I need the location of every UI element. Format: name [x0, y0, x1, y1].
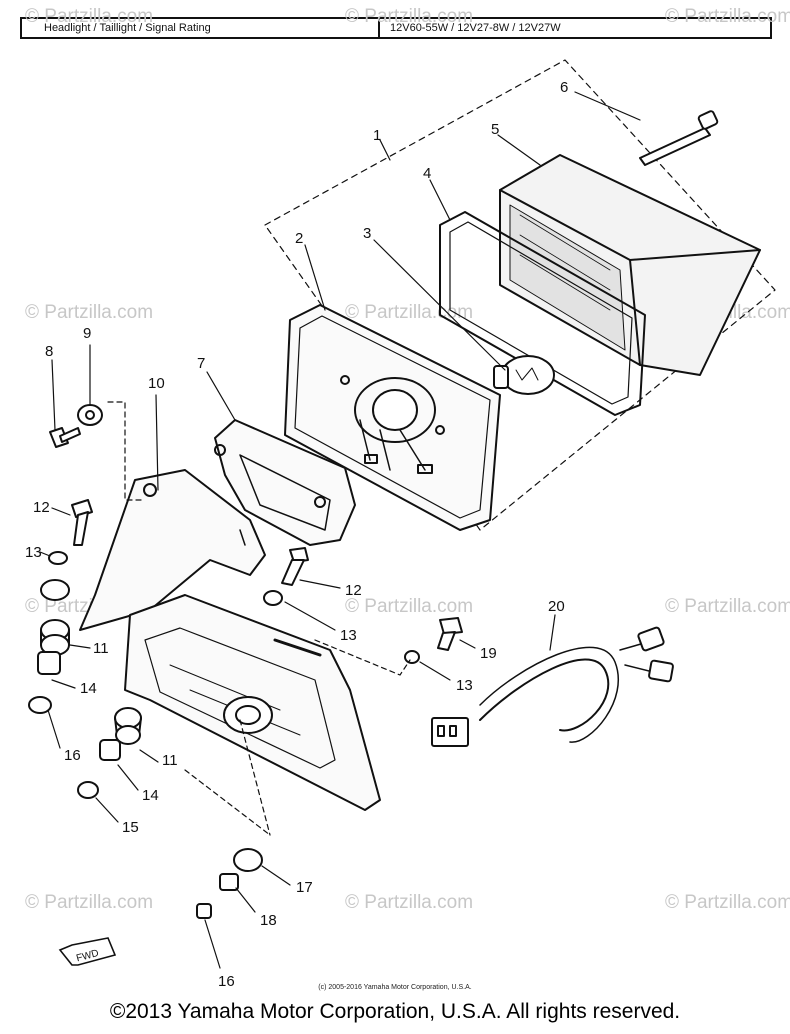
callout-15: 15	[122, 819, 139, 836]
gasket-part	[439, 211, 646, 416]
wire-harness-part	[431, 626, 674, 747]
watermark-text: © Partzilla.com	[665, 596, 790, 617]
rating-table: Headlight / Taillight / Signal Rating 12…	[20, 17, 772, 39]
callout-12: 12	[33, 499, 50, 516]
grommet-part	[114, 707, 142, 745]
small-bolt-part	[49, 427, 81, 448]
callout-7: 7	[197, 355, 205, 372]
footer-copyright: ©2013 Yamaha Motor Corporation, U.S.A. A…	[109, 1000, 681, 1023]
callout-11: 11	[162, 752, 178, 769]
watermark-text: © Partzilla.com	[665, 6, 790, 27]
housing-part	[284, 304, 501, 531]
callout-14: 14	[80, 680, 97, 697]
callout-6: 6	[560, 79, 568, 96]
watermark-text: © Partzilla.com	[25, 892, 153, 913]
callout-2: 2	[295, 230, 303, 247]
washer-part	[404, 650, 420, 664]
callout-20: 20	[548, 598, 565, 615]
washer-part	[263, 590, 283, 606]
bracket-stay-part	[79, 469, 266, 631]
screw-part	[437, 617, 463, 651]
callout-14: 14	[142, 787, 159, 804]
grommet-part	[233, 848, 263, 872]
watermark-text: © Partzilla.com	[665, 892, 790, 913]
license-plate-holder	[124, 594, 381, 811]
callout-18: 18	[260, 912, 277, 929]
callout-4: 4	[423, 165, 431, 182]
grommet-part	[40, 579, 70, 656]
bulb-part	[493, 355, 555, 395]
callout-12: 12	[345, 582, 362, 599]
rating-value: 12V60-55W / 12V27-8W / 12V27W	[390, 22, 561, 34]
bolt-part	[71, 499, 93, 546]
rating-label: Headlight / Taillight / Signal Rating	[22, 19, 380, 37]
watermark-text: © Partzilla.com	[345, 596, 473, 617]
callout-13: 13	[25, 544, 42, 561]
watermark-text: © Partzilla.com	[25, 302, 153, 323]
callout-8: 8	[45, 343, 53, 360]
washer-part	[77, 404, 103, 426]
callout-9: 9	[83, 325, 91, 342]
collar-part	[37, 651, 61, 675]
callout-13: 13	[456, 677, 473, 694]
bracket-plate-part	[214, 419, 356, 546]
small-copyright: (c) 2005-2016 Yamaha Motor Corporation, …	[318, 984, 472, 991]
watermark-text: © Partzilla.com	[345, 6, 473, 27]
callout-11: 11	[93, 640, 109, 657]
nut-part	[77, 781, 99, 799]
callout-17: 17	[296, 879, 313, 896]
callout-16: 16	[64, 747, 81, 764]
watermark-text: © Partzilla.com	[345, 892, 473, 913]
watermark-text: © Partzilla.com	[25, 6, 153, 27]
long-screw-part	[639, 110, 719, 166]
nut-part	[196, 903, 212, 919]
washer-part	[48, 551, 68, 565]
callout-16: 16	[218, 973, 235, 990]
callout-13: 13	[340, 627, 357, 644]
lens-part	[499, 154, 761, 376]
collar-part	[99, 739, 121, 761]
callout-numbers: 6 5 1 4 3 2 9 8 7 10 12 13 12 20 13 11 1…	[25, 79, 568, 990]
callout-1: 1	[373, 127, 381, 144]
callout-3: 3	[363, 225, 371, 242]
leader-lines	[39, 91, 641, 969]
callout-5: 5	[491, 121, 499, 138]
callout-10: 10	[148, 375, 165, 392]
nut-part	[28, 696, 52, 714]
collar-part	[219, 873, 239, 891]
callout-19: 19	[480, 645, 497, 662]
fwd-arrow: FWD	[58, 937, 117, 966]
bolt-part	[281, 547, 309, 586]
